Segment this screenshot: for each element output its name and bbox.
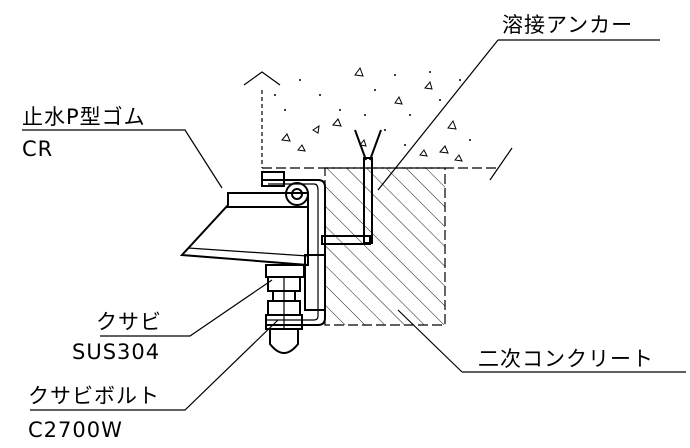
label-secondary-concrete: 二次コンクリート: [478, 347, 654, 371]
steel-bracket: [261, 171, 326, 326]
label-welded-anchor: 溶接アンカー: [502, 13, 633, 37]
label-bolt-material: C2700W: [28, 418, 123, 442]
wedge-bolt: [265, 276, 303, 354]
p-type-rubber: [179, 192, 309, 267]
label-rubber-name: 止水P型ゴム: [22, 105, 146, 129]
wedge: [265, 264, 305, 278]
aggregate-dots: [281, 66, 463, 162]
leader-lines: [22, 39, 686, 411]
label-wedge-name: クサビ: [96, 310, 162, 334]
label-wedge-material: SUS304: [72, 340, 160, 364]
secondary-concrete: [324, 167, 446, 326]
welded-anchor: [321, 129, 382, 245]
label-bolt-name: クサビボルト: [28, 384, 160, 408]
label-rubber-material: CR: [22, 137, 53, 161]
primary-concrete: [243, 66, 513, 181]
